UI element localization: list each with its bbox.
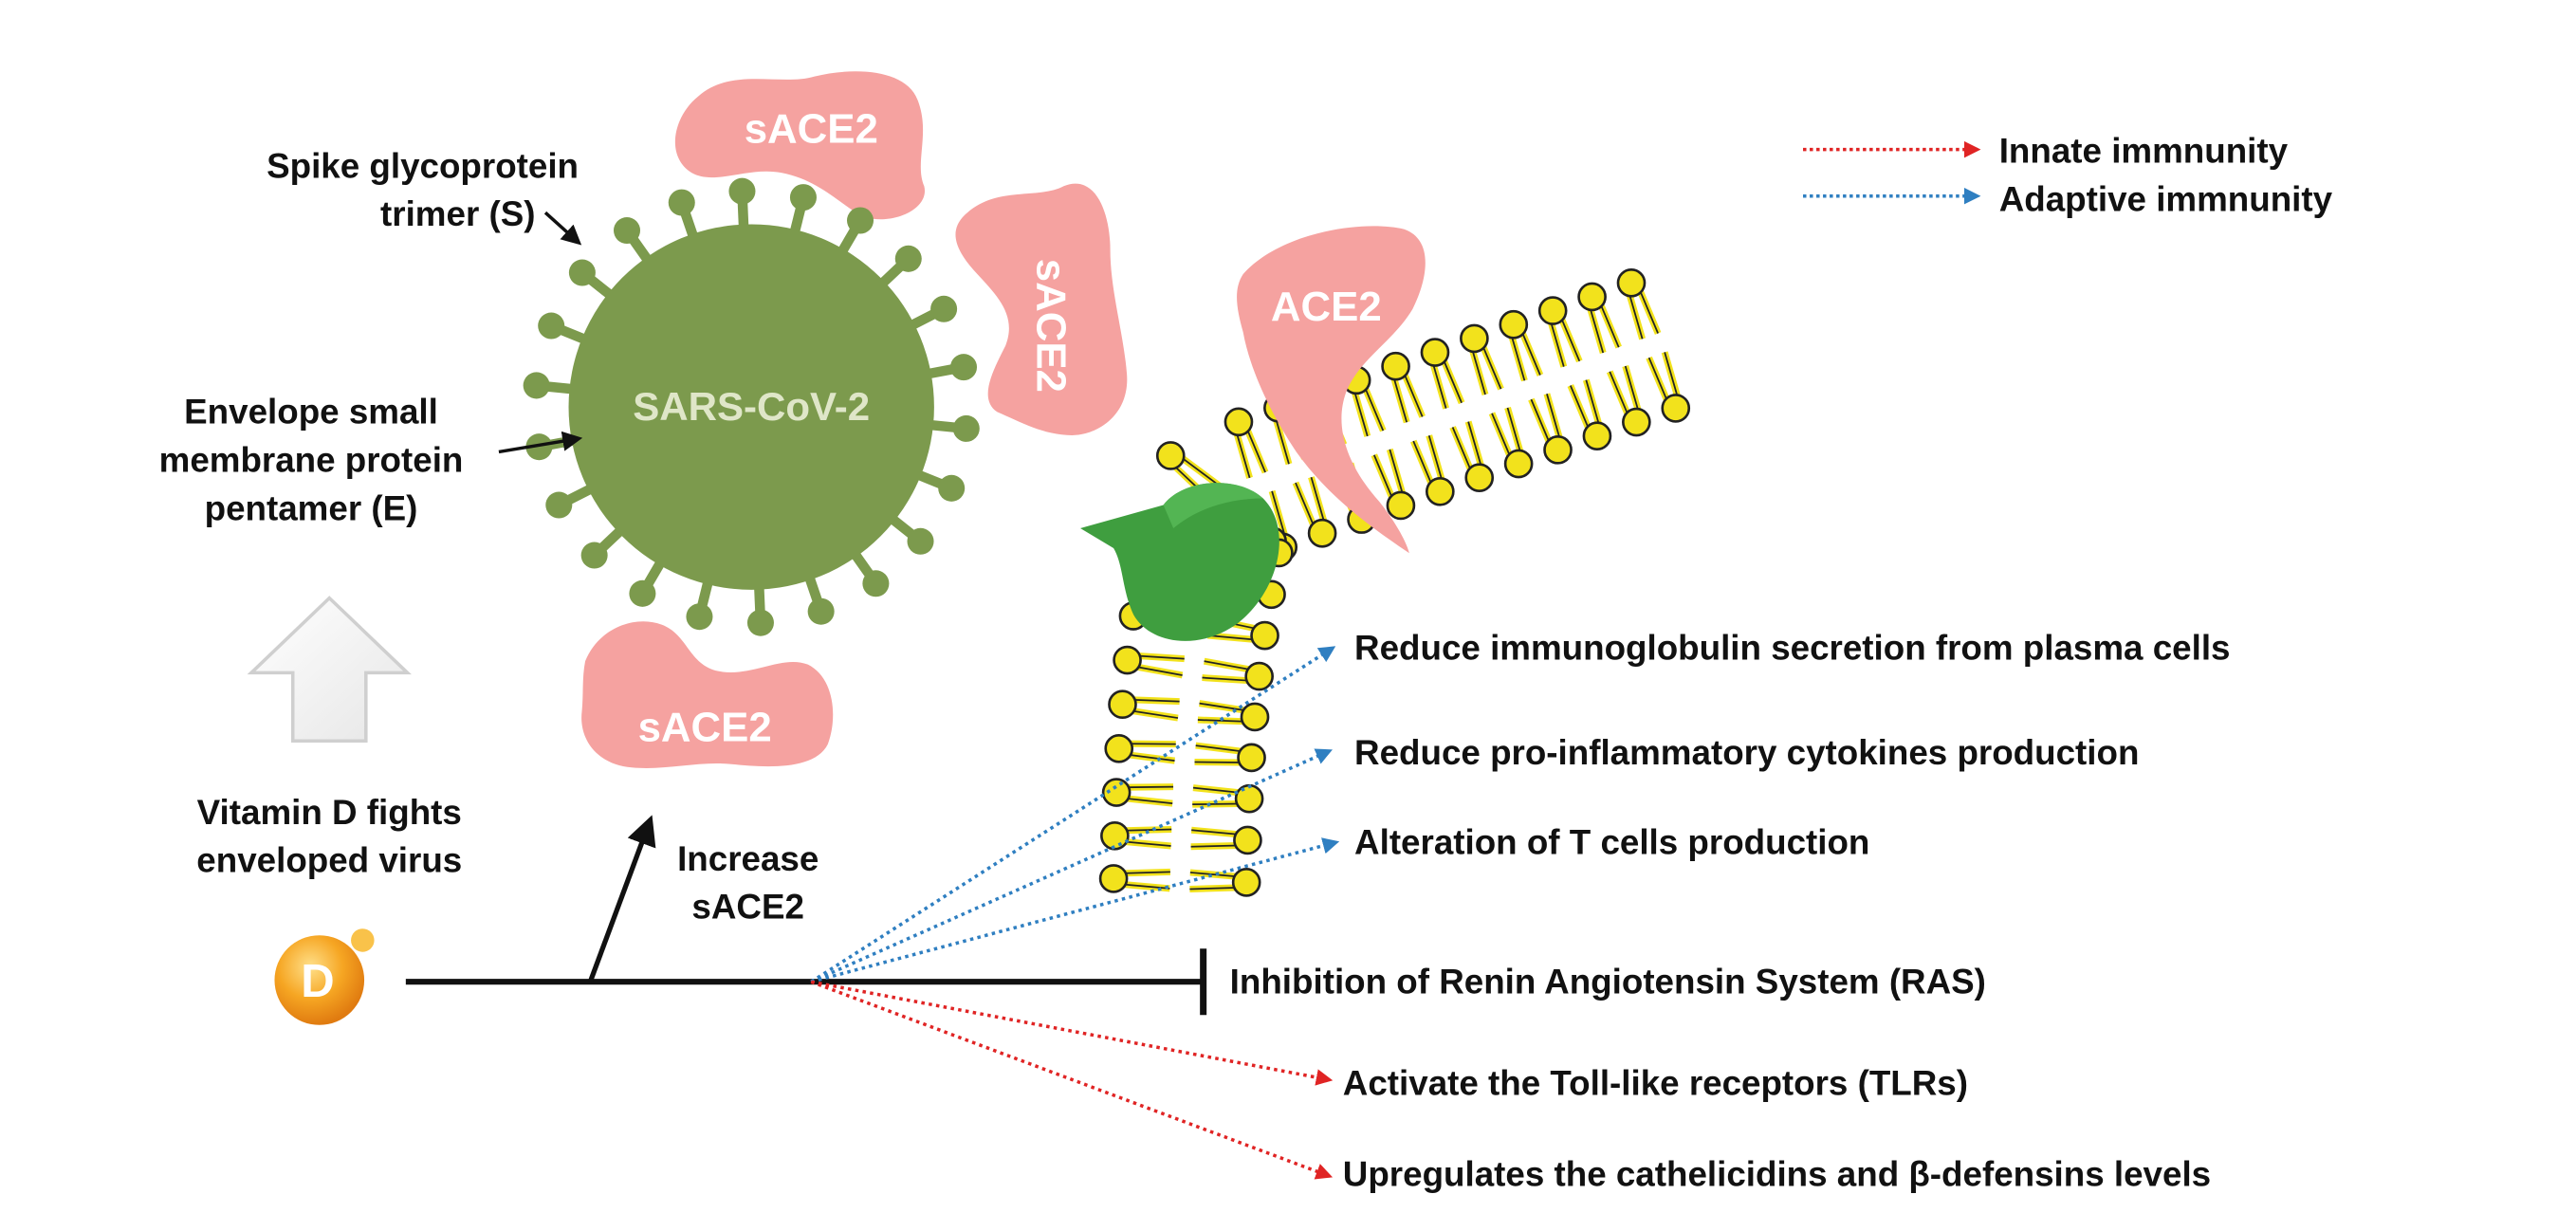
spike-head bbox=[746, 609, 774, 636]
effect-innate-1: Activate the Toll-like receptors (TLRs) bbox=[1343, 1063, 1968, 1102]
spike-head bbox=[568, 259, 596, 286]
spike-label-line-1: Spike glycoprotein bbox=[267, 146, 579, 185]
spike-head bbox=[894, 245, 922, 272]
effect-adaptive-3: Alteration of T cells production bbox=[1354, 822, 1869, 861]
envelope-label-line-3: pentamer (E) bbox=[205, 488, 418, 527]
lipid-head bbox=[1386, 490, 1416, 521]
spike-head bbox=[952, 414, 980, 442]
lipid-head bbox=[1307, 518, 1337, 548]
spike-head bbox=[907, 527, 934, 555]
effect-inhibition: Inhibition of Renin Angiotensin System (… bbox=[1230, 963, 1986, 1001]
increase-label-line-2: sACE2 bbox=[691, 888, 804, 927]
spike-head bbox=[938, 474, 966, 502]
spike-binding-protein-icon bbox=[1080, 483, 1279, 641]
lipid-head bbox=[1098, 864, 1129, 893]
lipid-head bbox=[1155, 441, 1186, 470]
sace2-label-right: sACE2 bbox=[1027, 259, 1074, 393]
effect-adaptive-1: Reduce immunoglobulin secretion from pla… bbox=[1354, 628, 2230, 667]
spike-pointer-arrow bbox=[543, 211, 582, 246]
ace2-receptor-icon: ACE2 bbox=[1237, 226, 1426, 554]
sace2-blob-right: sACE2 bbox=[955, 183, 1128, 435]
lipid-head bbox=[1543, 435, 1573, 465]
spike-head bbox=[862, 570, 890, 597]
vitamin-d-icon: D bbox=[274, 928, 375, 1025]
lipid-head bbox=[1499, 309, 1529, 340]
vitamin-symbol: D bbox=[301, 956, 334, 1007]
lipid-head bbox=[1537, 296, 1568, 325]
spike-head bbox=[930, 295, 958, 322]
sace2-label-top: sACE2 bbox=[745, 106, 878, 153]
arrow-adaptive-2 bbox=[810, 748, 1333, 983]
spike-head bbox=[686, 603, 713, 631]
up-arrow-icon bbox=[247, 596, 412, 744]
envelope-label: Envelope small membrane protein pentamer… bbox=[159, 393, 583, 527]
spike-head bbox=[629, 579, 656, 607]
lipid-head bbox=[1234, 783, 1264, 814]
sace2-label-bottom: sACE2 bbox=[638, 704, 772, 750]
spike-head bbox=[580, 542, 608, 569]
spike-head bbox=[545, 491, 573, 519]
effect-adaptive-2: Reduce pro-inflammatory cytokines produc… bbox=[1354, 733, 2139, 772]
lipid-head bbox=[1100, 820, 1130, 851]
spike-head bbox=[807, 597, 835, 625]
lipid-head bbox=[1464, 463, 1495, 492]
spike-label: Spike glycoprotein trimer (S) bbox=[267, 146, 582, 246]
lipid-head bbox=[1582, 421, 1612, 451]
legend-adaptive-label: Adaptive immnunity bbox=[1999, 179, 2333, 218]
lipid-head bbox=[1101, 778, 1132, 807]
spike-label-line-2: trimer (S) bbox=[380, 194, 535, 233]
lipid-head bbox=[1237, 743, 1266, 773]
spike-protein-icon bbox=[523, 177, 980, 636]
legend: Innate immnunity Adaptive immnunity bbox=[1803, 132, 2333, 218]
spike-head bbox=[846, 207, 874, 234]
effect-innate-2: Upregulates the cathelicidins and β-defe… bbox=[1343, 1155, 2211, 1194]
lipid-head bbox=[1233, 825, 1262, 855]
sace2-blob-top: sACE2 bbox=[674, 71, 926, 220]
lipid-head bbox=[1622, 407, 1651, 437]
lipid-head bbox=[1113, 645, 1142, 675]
spike-head bbox=[728, 177, 756, 205]
arrow-innate-2 bbox=[810, 980, 1334, 1180]
spike-head bbox=[523, 372, 550, 399]
pathway-arrows bbox=[810, 646, 1340, 1180]
lipid-head bbox=[1231, 868, 1261, 897]
lipid-head bbox=[1224, 407, 1254, 437]
vitamin-caption-line-1: Vitamin D fights bbox=[197, 793, 462, 832]
ace2-label: ACE2 bbox=[1271, 284, 1382, 330]
lipid-head bbox=[1250, 620, 1279, 651]
increase-label-line-1: Increase bbox=[677, 839, 819, 878]
lipid-head bbox=[1425, 476, 1455, 506]
spike-head bbox=[525, 433, 553, 461]
lipid-head bbox=[1108, 689, 1137, 720]
lipid-head bbox=[1460, 323, 1489, 354]
arrow-innate-1 bbox=[810, 980, 1334, 1086]
virus-name-label: SARS-CoV-2 bbox=[633, 384, 870, 429]
lipid-head bbox=[1240, 702, 1270, 732]
vitamin-caption-line-2: enveloped virus bbox=[196, 841, 462, 880]
spike-head bbox=[668, 189, 695, 216]
envelope-pointer-arrow bbox=[498, 431, 583, 454]
arrow-adaptive-1 bbox=[810, 646, 1336, 983]
envelope-label-line-2: membrane protein bbox=[159, 440, 464, 479]
legend-innate-label: Innate immnunity bbox=[1999, 132, 2289, 171]
lipid-head bbox=[1503, 449, 1534, 479]
lipid-head bbox=[1244, 661, 1274, 691]
lipid-head bbox=[1661, 394, 1691, 423]
envelope-label-line-1: Envelope small bbox=[184, 393, 438, 432]
arrow-adaptive-3 bbox=[810, 837, 1340, 983]
spike-head bbox=[613, 217, 641, 245]
lipid-head bbox=[1104, 733, 1134, 763]
spike-head bbox=[538, 312, 565, 340]
sace2-blob-bottom: sACE2 bbox=[581, 621, 834, 769]
increase-arrow bbox=[587, 815, 656, 983]
spike-head bbox=[789, 184, 817, 211]
lipid-head bbox=[1577, 282, 1607, 312]
spike-head bbox=[950, 354, 978, 381]
lipid-head bbox=[1381, 351, 1410, 381]
lipid-head bbox=[1420, 338, 1450, 367]
virus-icon: SARS-CoV-2 bbox=[523, 177, 980, 636]
lipid-head bbox=[1616, 267, 1647, 298]
